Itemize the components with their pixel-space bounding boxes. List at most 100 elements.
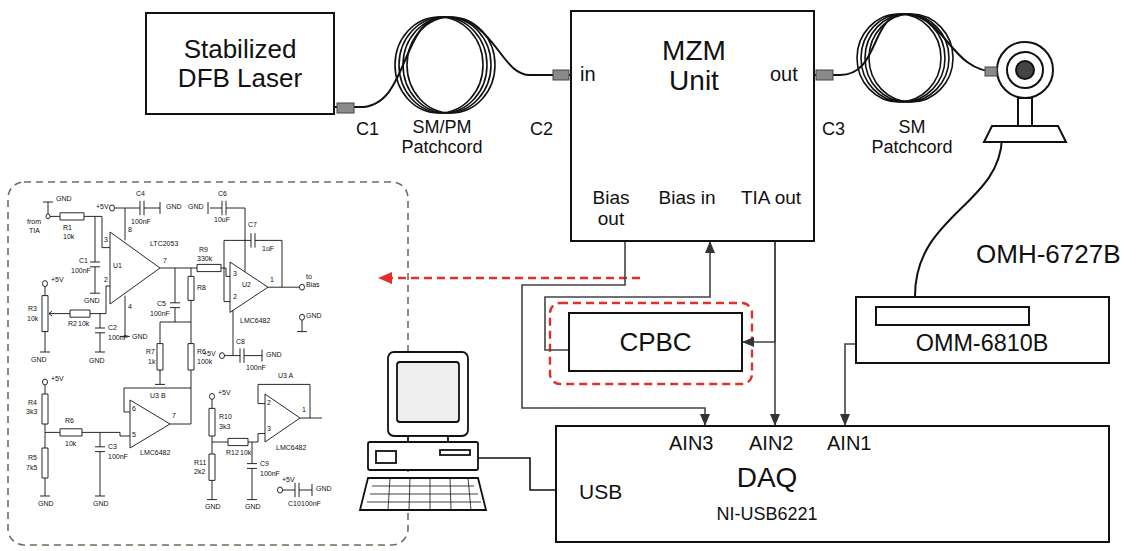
component-label: C3 <box>108 443 117 450</box>
component-label: 3 <box>267 425 271 432</box>
op-amp-circuit-part-part <box>60 429 82 436</box>
component-label: 2 <box>233 293 237 300</box>
component-label: R6 <box>65 417 74 424</box>
component-label: 3 <box>233 270 237 277</box>
component-label: 100nF <box>246 364 266 371</box>
component-label: TIA <box>29 227 40 234</box>
computer-icon-part <box>360 478 486 510</box>
component-label: R8 <box>197 284 206 291</box>
computer-icon-part <box>478 458 555 490</box>
fiber-coil-part <box>399 17 487 113</box>
block-box: Stabilized DFB Laser <box>145 12 335 115</box>
block-label: in <box>580 64 596 86</box>
op-amp-circuit-part-part <box>228 438 248 445</box>
component-label: LMC6482 <box>276 444 306 451</box>
component-label: GND <box>56 195 72 202</box>
fiber-connector <box>335 17 570 107</box>
fiber-connectors-part-part <box>985 67 997 76</box>
patchcord-label: OMH-6727B <box>976 240 1121 269</box>
component-label: R10 <box>219 413 232 420</box>
block-label: NI-USB6221 <box>677 505 857 524</box>
block-box: OMM-6810B <box>855 296 1110 364</box>
component-label: C1 <box>79 257 88 264</box>
component-label: R9 <box>199 246 208 253</box>
op-amp-circuit-part-part <box>220 353 225 359</box>
component-label: GND <box>166 203 182 210</box>
op-amp-circuit-part-part <box>209 408 215 436</box>
component-label: R2 <box>68 320 77 327</box>
component-label: 2 <box>267 399 271 406</box>
component-label: C9 <box>260 460 269 467</box>
fiber-to-detector-part <box>815 14 997 75</box>
block-label: MZM Unit <box>634 36 754 96</box>
component-label: U1 <box>113 262 122 269</box>
fiber-coil-part <box>395 17 483 113</box>
component-label: +5V <box>218 389 231 396</box>
op-amp-circuit-part-part <box>230 262 268 312</box>
patchcord-label: C2 <box>530 120 553 140</box>
component-label: 7k5 <box>26 464 37 471</box>
computer-icon-part <box>376 451 396 463</box>
component-label: C2 <box>108 324 117 331</box>
schematic-inset <box>8 182 408 545</box>
component-label: GND <box>188 203 204 210</box>
op-amp-circuit-part-part <box>265 394 300 442</box>
component-label: GND <box>316 485 332 492</box>
component-label: +5V <box>203 350 216 357</box>
optical-head <box>984 42 1066 142</box>
block-box: MZM UnitinoutBias outBias inTIA out <box>570 10 815 242</box>
component-label: 7 <box>172 412 176 419</box>
component-label: C5 <box>157 300 166 307</box>
fiber-connectors-part-part <box>816 70 833 80</box>
op-amp-circuit-part-part <box>46 214 50 219</box>
component-label: 100nF <box>150 310 170 317</box>
fiber-to-detector-part <box>915 138 1002 296</box>
op-amp-circuit <box>40 201 322 500</box>
computer-icon-part <box>440 450 470 455</box>
component-label: 10k <box>65 440 76 447</box>
component-label: 100nF <box>260 470 280 477</box>
fiber-coil-part <box>403 17 491 113</box>
component-label: 4 <box>128 303 132 310</box>
component-label: U2 <box>242 281 251 288</box>
component-label: 1uF <box>262 245 274 252</box>
component-label: 100nF <box>108 453 128 460</box>
component-label: 100nF <box>108 334 128 341</box>
block-box: AIN3AIN2AIN1DAQNI-USB6221USB <box>555 425 1110 543</box>
highlight-callout-part <box>380 277 640 279</box>
block-label: out <box>770 64 798 86</box>
op-amp-circuit-part-part <box>209 454 215 480</box>
op-amp-circuit-part <box>40 201 322 500</box>
block-label: OMM-6810B <box>857 331 1107 356</box>
component-label: 3k3 <box>219 423 230 430</box>
op-amp-circuit-part-part <box>43 281 48 287</box>
component-label: +5V <box>51 276 64 283</box>
optical-head-part <box>1016 61 1034 79</box>
component-label: C7 <box>248 221 257 228</box>
fiber-connectors-part-part <box>553 70 569 80</box>
component-label: R4 <box>28 399 37 406</box>
fiber-coil-part <box>869 14 953 102</box>
computer-icon-part <box>368 442 478 470</box>
component-label: GND <box>84 297 100 304</box>
display-window <box>875 306 1030 326</box>
fiber-coil-part <box>861 14 945 102</box>
component-label: 100nF <box>71 267 91 274</box>
component-label: Bias <box>306 281 320 288</box>
optical-head-part <box>984 126 1066 142</box>
component-label: 100nF <box>131 218 151 225</box>
computer-icon-part <box>388 352 468 436</box>
component-label: C6 <box>218 190 227 197</box>
component-label: 330k <box>197 255 212 262</box>
block-box: CPBC <box>568 312 743 372</box>
component-label: R1 <box>63 224 72 231</box>
block-label: AIN1 <box>827 433 871 455</box>
component-label: 100k <box>197 358 212 365</box>
component-label: C10 <box>288 500 301 507</box>
op-amp-circuit-part-part <box>300 284 305 290</box>
optical-head-part <box>1007 52 1043 88</box>
schematic-inset-part <box>8 182 408 545</box>
signal-connector <box>845 344 855 425</box>
patchcord-label: SM Patchcord <box>862 118 962 158</box>
